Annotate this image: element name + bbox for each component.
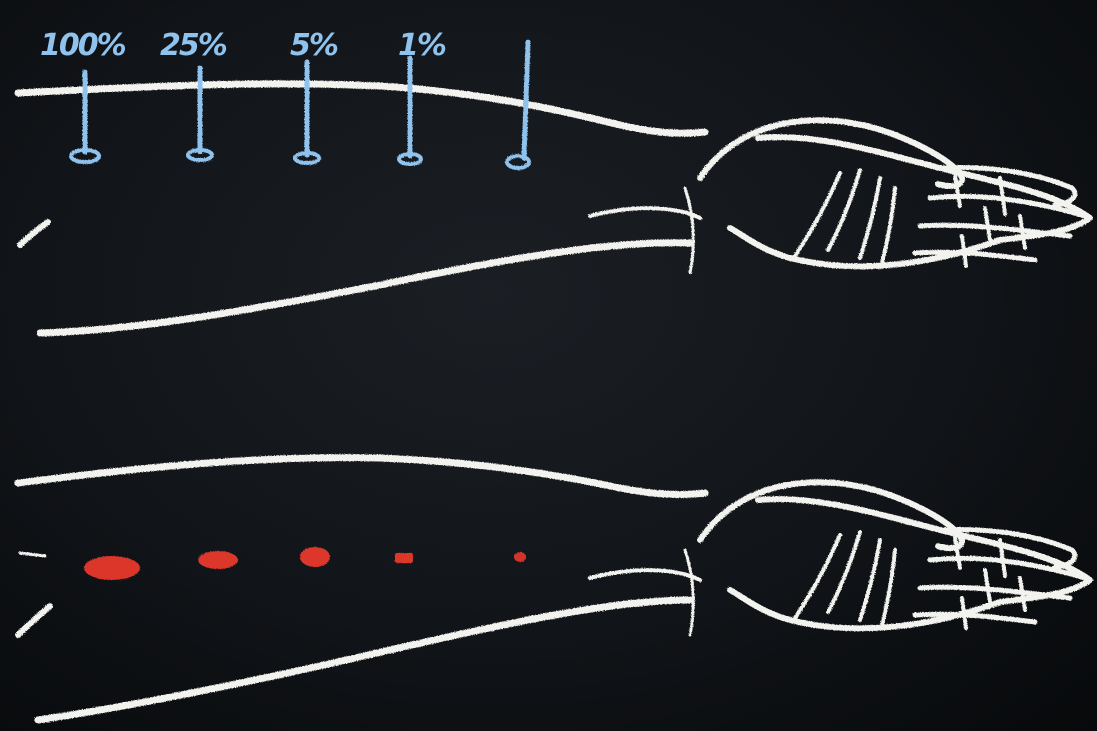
concentration-label-1: 100% <box>40 28 126 63</box>
droplet-marker-1 <box>71 72 99 162</box>
droplet-marker-3 <box>295 62 319 163</box>
reaction-spot-3 <box>300 547 330 567</box>
reaction-spot-1 <box>84 556 140 580</box>
reaction-spot-2 <box>198 551 238 569</box>
reaction-spot-4 <box>395 553 413 563</box>
concentration-label-4: 1% <box>398 28 446 63</box>
droplet-marker-4 <box>399 58 421 164</box>
upper-arm-top-contour <box>18 84 705 133</box>
upper-hand <box>590 120 1090 273</box>
concentration-label-2: 25% <box>160 28 227 63</box>
lower-arm <box>18 458 1090 720</box>
reaction-spot-5 <box>514 552 526 562</box>
reaction-spots <box>84 547 526 580</box>
upper-arm <box>18 84 1090 333</box>
lower-hand <box>590 482 1090 635</box>
concentration-label-3: 5% <box>290 28 338 63</box>
lower-arm-top-contour <box>18 458 705 495</box>
lower-arm-left-mark <box>18 606 50 635</box>
upper-arm-bottom-contour <box>40 243 690 333</box>
lower-arm-bottom-contour <box>38 600 690 720</box>
upper-arm-left-mark <box>20 222 48 245</box>
